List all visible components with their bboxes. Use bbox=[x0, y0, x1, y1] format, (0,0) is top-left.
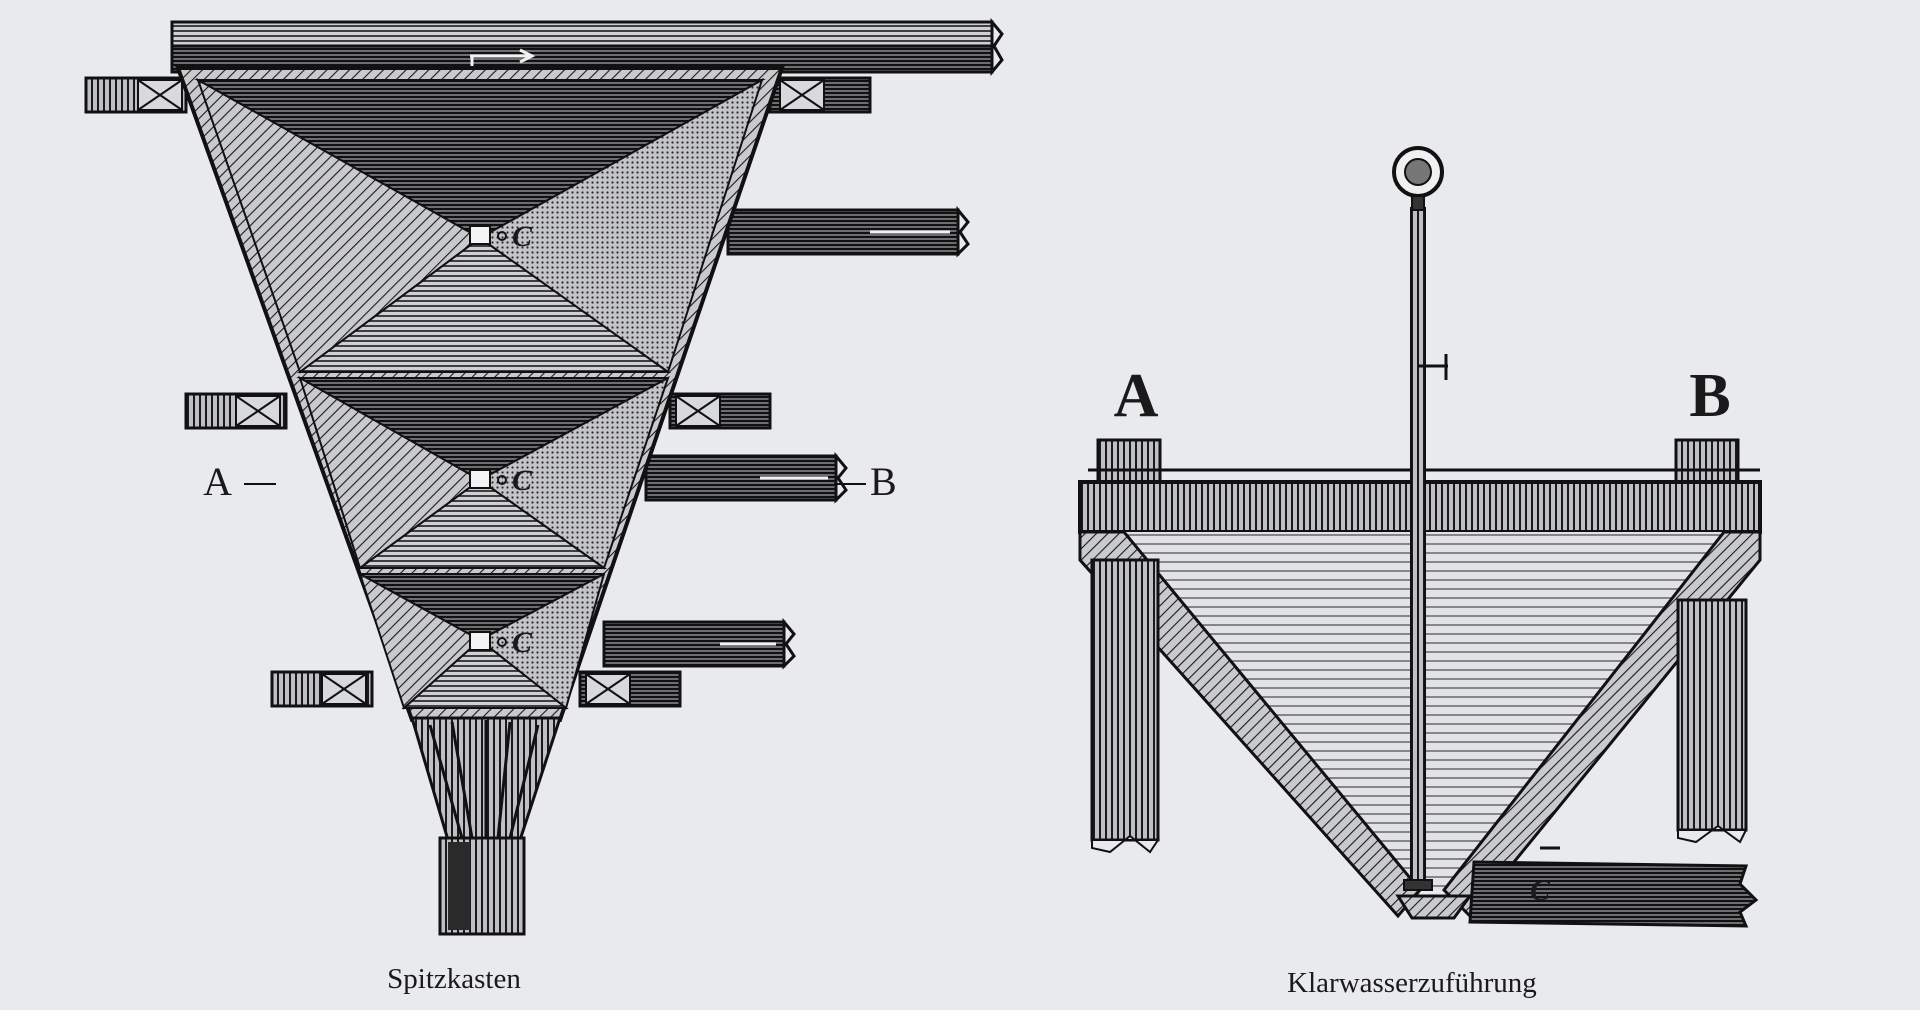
support-beams bbox=[84, 76, 872, 708]
compartment-1 bbox=[194, 77, 766, 374]
label-b: B bbox=[1689, 362, 1730, 430]
spitzkasten-figure: A B C C C Spitzkasten bbox=[84, 17, 1004, 995]
klarwasser-figure: A B C Klarwasserzuführung bbox=[1078, 146, 1762, 999]
caption-spitzkasten: Spitzkasten bbox=[387, 963, 521, 995]
tank-bottom bbox=[1395, 894, 1473, 920]
label-c-2: C bbox=[512, 464, 533, 497]
inflow-rod bbox=[1392, 146, 1448, 891]
outlet-pipes bbox=[602, 205, 970, 670]
label-a: A bbox=[1114, 362, 1159, 430]
compartment-3 bbox=[358, 571, 606, 710]
section-marker-ab: A B bbox=[203, 459, 897, 504]
drain-spigot bbox=[409, 716, 563, 936]
caption-klarwasserzufuehrung: Klarwasserzuführung bbox=[1287, 967, 1537, 999]
label-b: B bbox=[870, 459, 897, 504]
label-c-3: C bbox=[512, 626, 533, 659]
outlet-pipe bbox=[1468, 846, 1759, 928]
support-legs bbox=[1090, 558, 1748, 854]
top-posts bbox=[1088, 438, 1760, 484]
label-c: C bbox=[1530, 874, 1551, 907]
compartment-2 bbox=[296, 375, 670, 570]
label-a: A bbox=[203, 459, 232, 504]
label-c-1: C bbox=[512, 220, 533, 253]
